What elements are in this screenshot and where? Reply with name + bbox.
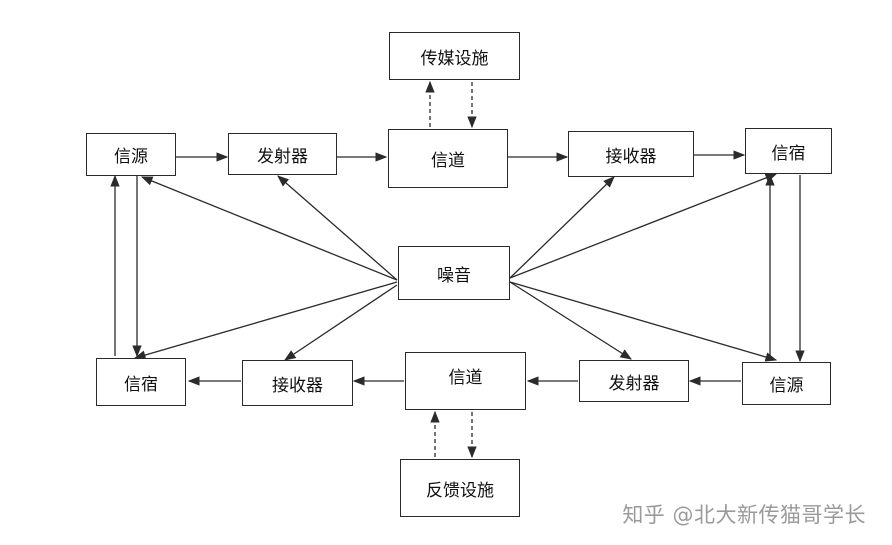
arrow-noise-to-transmitter-top xyxy=(277,175,398,281)
arrow-noise-to-source-bottom xyxy=(509,281,778,362)
node-receiver-bottom: 接收器 xyxy=(242,360,353,406)
watermark-text: 知乎 @北大新传猫哥学长 xyxy=(622,503,866,527)
node-channel-bottom: 信道 xyxy=(405,352,526,410)
node-source-top: 信源 xyxy=(86,133,176,176)
arrow-noise-to-sink-bottom xyxy=(133,281,398,360)
node-receiver-top: 接收器 xyxy=(568,131,694,177)
node-sink-top: 信宿 xyxy=(745,128,832,174)
arrow-noise-to-receiver-top xyxy=(509,176,615,279)
node-transmitter-top: 发射器 xyxy=(228,133,337,175)
node-channel-top: 信道 xyxy=(388,129,508,188)
arrow-noise-to-source-top xyxy=(140,176,398,281)
arrow-noise-to-transmitter-bottom xyxy=(509,281,632,360)
arrow-noise-to-receiver-bottom xyxy=(284,284,398,361)
node-noise: 噪音 xyxy=(398,246,510,300)
node-transmitter-bottom: 发射器 xyxy=(579,360,689,402)
node-source-bottom: 信源 xyxy=(742,362,831,405)
node-media-facility: 传媒设施 xyxy=(389,32,520,80)
node-sink-bottom: 信宿 xyxy=(96,358,186,406)
node-feedback-facility: 反馈设施 xyxy=(400,459,520,517)
arrow-noise-to-sink-top xyxy=(509,173,778,279)
